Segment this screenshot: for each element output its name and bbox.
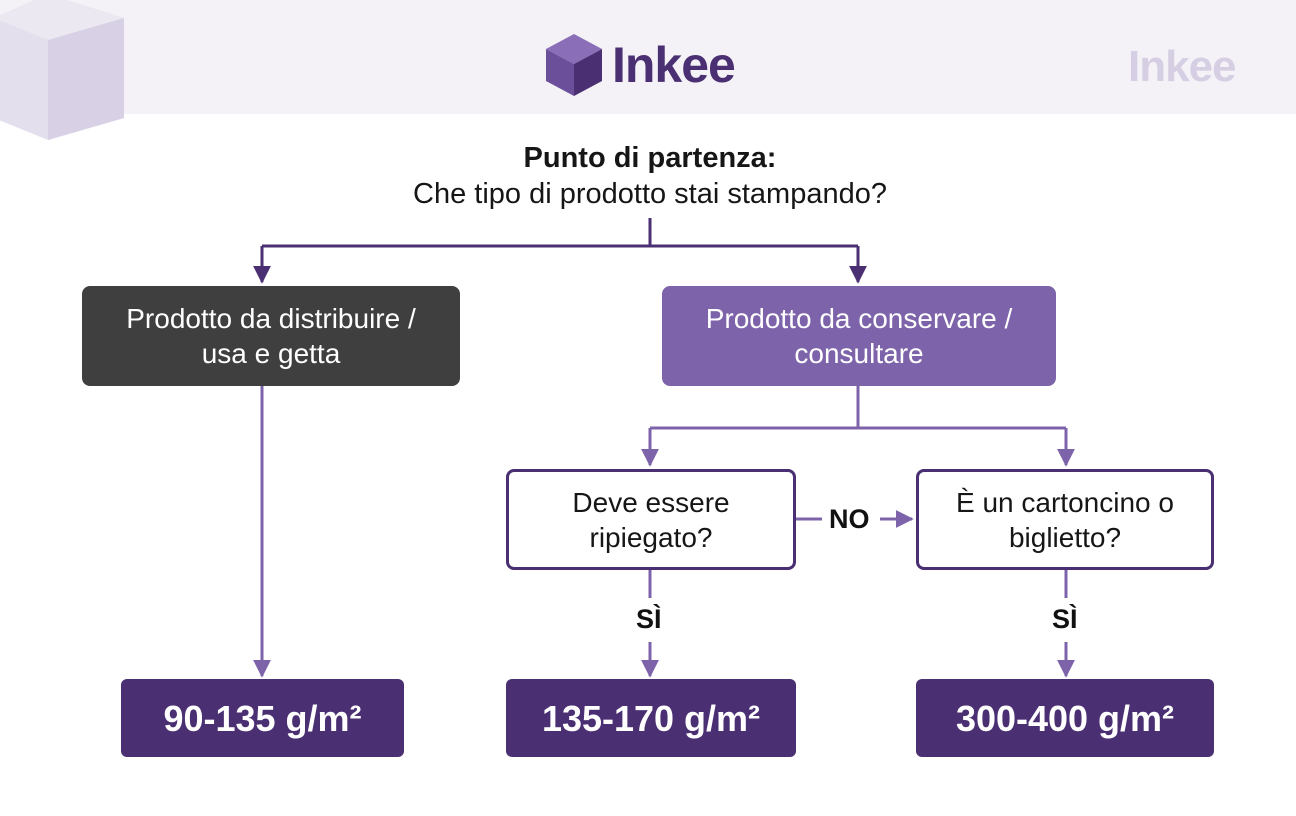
connector-start-split (262, 218, 858, 248)
label-yes-folded: SÌ (636, 604, 662, 634)
node-keep-label: Prodotto da conservare / consultare (705, 303, 1013, 369)
decision-card: È un cartoncino o biglietto? (916, 469, 1214, 570)
result-medium-label: 135-170 g/m² (541, 697, 761, 739)
result-light: 90-135 g/m² (121, 679, 404, 757)
node-distribute: Prodotto da distribuire / usa e getta (82, 286, 460, 386)
brand-watermark: Inkee (1128, 42, 1237, 91)
result-light-label: 90-135 g/m² (163, 697, 362, 739)
node-keep: Prodotto da conservare / consultare (662, 286, 1056, 386)
header-band: Inkee Inkee (0, 0, 1296, 140)
result-heavy: 300-400 g/m² (916, 679, 1214, 757)
decision-folded-label: Deve essere ripiegato? (572, 486, 730, 553)
decision-card-label: È un cartoncino o biglietto? (956, 486, 1174, 553)
start-title: Punto di partenza: (523, 142, 777, 174)
brand-name: Inkee (612, 37, 736, 93)
start-prompt: Punto di partenza: Che tipo di prodotto … (300, 140, 1000, 212)
inkee-cube-logo-icon (546, 34, 602, 96)
result-heavy-label: 300-400 g/m² (955, 697, 1175, 739)
background-cube-icon (0, 0, 124, 140)
decision-folded: Deve essere ripiegato? (506, 469, 796, 570)
label-no: NO (829, 504, 870, 534)
connector-keep-split (650, 386, 1066, 430)
label-yes-card: SÌ (1052, 604, 1078, 634)
start-question: Che tipo di prodotto stai stampando? (413, 178, 887, 210)
result-medium: 135-170 g/m² (506, 679, 796, 757)
node-distribute-label: Prodotto da distribuire / usa e getta (126, 303, 416, 369)
